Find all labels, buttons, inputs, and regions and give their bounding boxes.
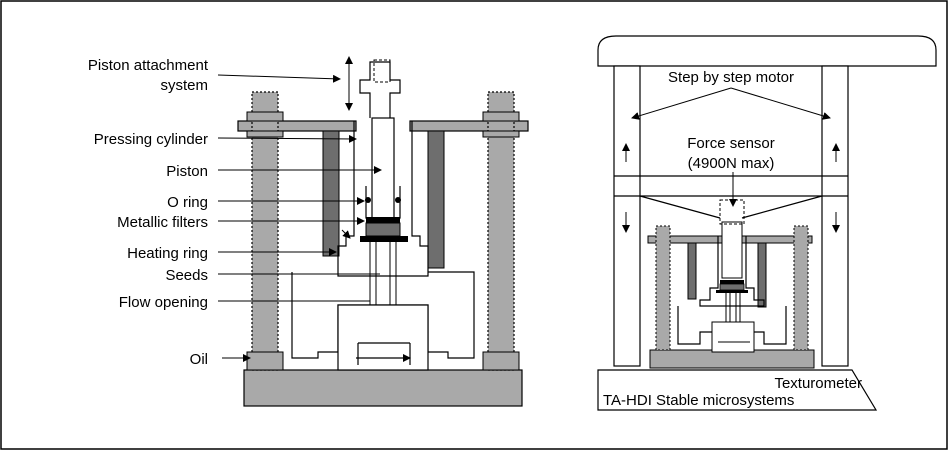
label-flow-opening: Flow opening [119,294,208,311]
texturometer-base [597,369,878,411]
label-metallic-filters: Metallic filters [117,214,208,231]
press-base [243,369,523,407]
o-ring-right [395,197,401,203]
o-ring-left [365,197,371,203]
filter-bottom [360,236,408,242]
piston-attachment [359,61,401,118]
label-piston-attachment-1: Piston attachment [88,57,209,74]
label-step-motor: Step by step motor [668,69,794,86]
heating-ring-left [322,130,340,257]
dome-top [597,35,937,67]
oil-container [337,304,429,371]
label-o-ring: O ring [167,194,208,211]
top-plate-left [237,120,357,132]
press-diagram [237,59,529,407]
label-piston: Piston [166,163,208,180]
right-leader-lines [631,87,831,207]
texturometer-diagram [597,35,937,411]
label-heating-ring: Heating ring [127,245,208,262]
left-leader-lines [217,56,382,362]
label-seeds: Seeds [165,267,208,284]
filter-top [366,217,400,223]
frame-left-post [613,65,641,367]
label-force-sensor-1: Force sensor [687,135,775,152]
piston [371,117,395,219]
right-column [487,91,515,371]
label-piston-attachment-2: system [160,77,208,94]
label-oil: Oil [190,351,208,368]
label-microsystems: TA-HDI Stable microsystems [603,392,794,409]
label-texturometer: Texturometer [774,375,862,392]
label-force-sensor-2: (4900N max) [688,155,775,172]
frame-right-post [821,65,849,367]
top-plate-right [409,120,529,132]
heating-ring-right [427,130,445,269]
label-pressing-cylinder: Pressing cylinder [94,131,208,148]
